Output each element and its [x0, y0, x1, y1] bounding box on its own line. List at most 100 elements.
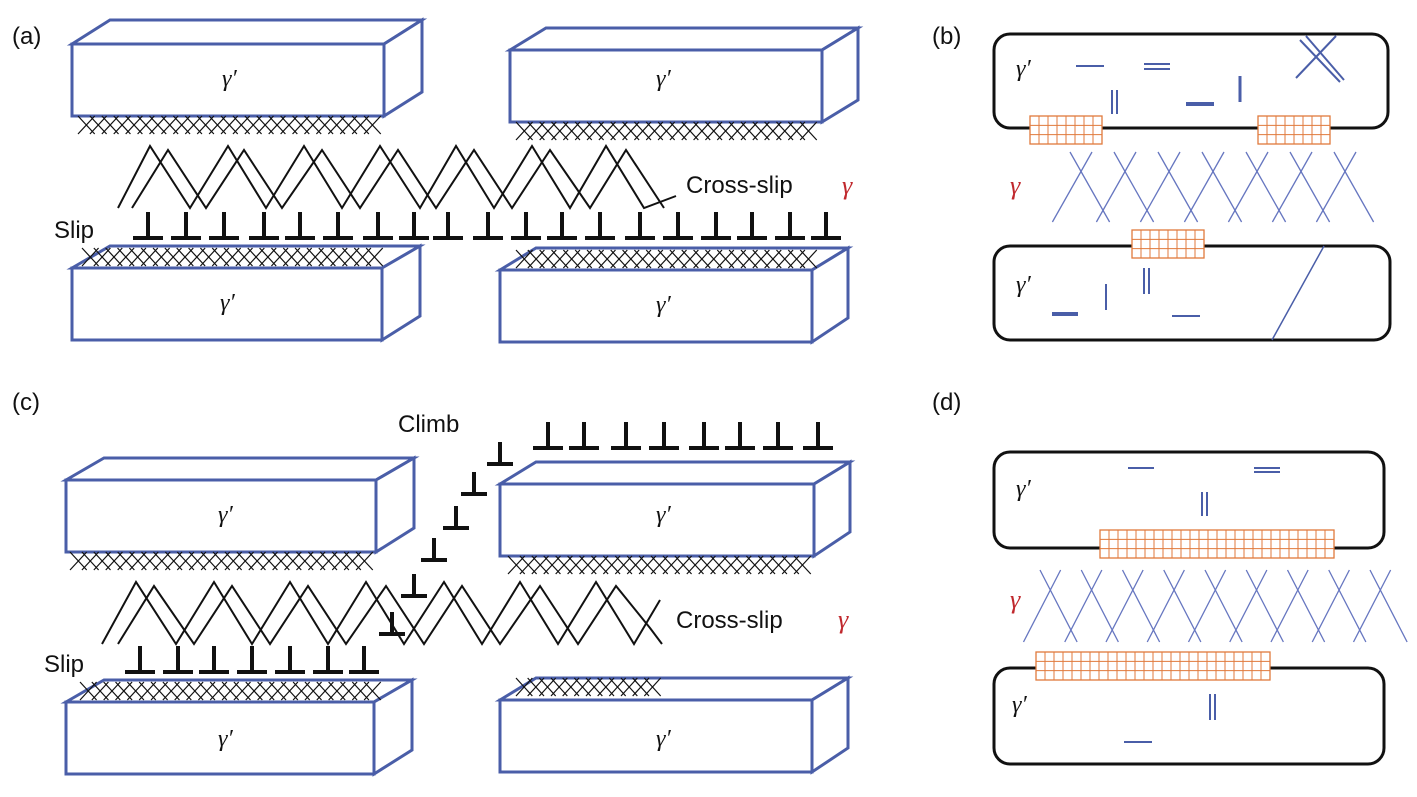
network-line: [1113, 151, 1155, 223]
climb-label: Climb: [398, 411, 459, 438]
precipitate-label: γ′: [1016, 272, 1031, 298]
interface-dislocation-network: [515, 677, 662, 697]
hatch-line: [365, 247, 384, 267]
edge-dislocation-symbol: [569, 422, 599, 450]
network-line: [1333, 151, 1375, 223]
matrix-dislocation-network: [1051, 151, 1375, 223]
interface-network-patch: [1131, 229, 1205, 259]
precipitate-label: γ′: [656, 66, 671, 92]
network-line: [1311, 569, 1350, 643]
panel-a-label: (a): [12, 23, 41, 50]
precipitate-label: γ′: [656, 292, 671, 318]
edge-dislocation-symbol: [811, 212, 841, 240]
network-line: [1064, 569, 1103, 643]
edge-dislocation-symbol: [163, 646, 193, 674]
matrix-dislocation-network: [1022, 569, 1408, 643]
interface-dislocation-network: [507, 555, 812, 575]
edge-dislocation-symbol: [763, 422, 793, 450]
precipitate-label: γ′: [1016, 56, 1031, 82]
edge-dislocation-symbol: [725, 422, 755, 450]
hatch-line: [355, 551, 374, 571]
precipitate-block: γ′: [494, 675, 854, 775]
slip-dislocations: [133, 212, 841, 240]
edge-dislocation-symbol: [487, 442, 513, 466]
edge-dislocation-symbol: [775, 212, 805, 240]
edge-dislocation-symbol: [363, 212, 393, 240]
interface-dislocation-network: [81, 247, 384, 267]
edge-dislocation-symbol: [249, 212, 279, 240]
edge-dislocation-symbol: [649, 422, 679, 450]
network-line: [1271, 151, 1313, 223]
hatch-line: [799, 249, 818, 269]
network-line: [1369, 569, 1408, 643]
edge-dislocation-symbol: [663, 212, 693, 240]
network-line: [1069, 151, 1111, 223]
network-line: [1315, 151, 1357, 223]
precipitate-block: γ′: [494, 459, 856, 559]
edge-dislocation-symbol: [379, 612, 405, 636]
edge-dislocation-symbol: [443, 506, 469, 530]
precipitate-label: γ′: [656, 726, 671, 752]
precipitate-label: γ′: [218, 726, 233, 752]
edge-dislocation-symbol: [533, 422, 563, 450]
hatch-line: [643, 677, 662, 697]
precipitate-label: γ′: [1016, 476, 1031, 502]
climbing-dislocations: [379, 442, 513, 636]
interface-network-patch: [1099, 529, 1335, 559]
matrix-label: γ: [842, 171, 853, 200]
edge-dislocation-symbol: [547, 212, 577, 240]
network-line: [1352, 569, 1392, 643]
hatch-line: [363, 681, 382, 701]
cross-slip-label: Cross-slip: [686, 172, 793, 199]
network-line: [1183, 151, 1225, 223]
edge-dislocation-symbol: [133, 212, 163, 240]
interface-network-patch: [1035, 651, 1271, 681]
network-line: [1051, 151, 1093, 223]
precipitate-block: γ′: [66, 243, 426, 343]
network-line: [1245, 151, 1287, 223]
precipitate-label: γ′: [656, 502, 671, 528]
network-line: [1204, 569, 1243, 643]
network-line: [1105, 569, 1144, 643]
dislocation-segments: [1052, 35, 1345, 341]
precipitate-block: γ′: [504, 25, 864, 125]
edge-dislocation-symbol: [209, 212, 239, 240]
edge-dislocation-symbol: [461, 472, 487, 496]
network-line: [1328, 569, 1367, 643]
slip-dislocations: [125, 646, 379, 674]
panel-b-label: (b): [932, 23, 961, 50]
precipitate-block: γ′: [494, 245, 854, 345]
matrix-label: γ: [1010, 585, 1021, 614]
edge-dislocation-symbol: [689, 422, 719, 450]
panel-d-label: (d): [932, 389, 961, 416]
hatch-line: [793, 555, 812, 575]
panel-c: (c) γ′ γ′ γ′ γ′: [12, 389, 856, 777]
panel-c-label: (c): [12, 389, 40, 416]
edge-dislocation-symbol: [171, 212, 201, 240]
interface-dislocation-network: [69, 551, 374, 571]
edge-dislocation-symbol: [421, 538, 447, 562]
network-line: [1270, 569, 1309, 643]
edge-dislocation-symbol: [611, 422, 641, 450]
network-line: [1080, 569, 1119, 643]
matrix-label: γ: [1010, 171, 1021, 200]
slip-label: Slip: [44, 651, 84, 678]
interface-dislocation-network: [79, 681, 382, 701]
precipitate-label: γ′: [1012, 692, 1027, 718]
slip-label: Slip: [54, 217, 94, 244]
edge-dislocation-symbol: [323, 212, 353, 240]
interface-dislocation-network: [515, 121, 818, 141]
panel-b: (b) γ′ γ′ γ: [932, 23, 1392, 342]
network-line: [1229, 569, 1268, 643]
cross-slip-label: Cross-slip: [676, 607, 783, 634]
network-line: [1245, 569, 1284, 643]
network-line: [1121, 569, 1161, 643]
precipitate-cross-section: [992, 666, 1386, 766]
hatch-line: [363, 115, 382, 135]
edge-dislocation-symbol: [399, 212, 429, 240]
matrix-label: γ: [838, 605, 849, 634]
edge-dislocation-symbol: [701, 212, 731, 240]
network-line: [1201, 151, 1243, 223]
edge-dislocation-symbol: [285, 212, 315, 240]
